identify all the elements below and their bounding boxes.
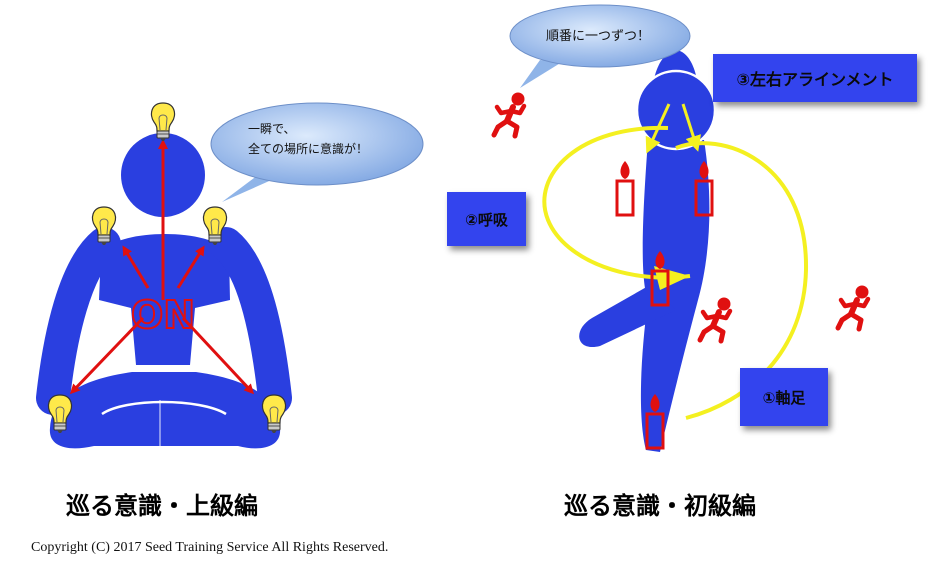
running-person-icon [838, 286, 869, 330]
bubble-text-line2: 全ての場所に意識が！ [248, 142, 369, 156]
running-person-icon [700, 298, 731, 342]
running-person-icon [494, 93, 525, 137]
copyright-notice: Copyright (C) 2017 Seed Training Service… [31, 540, 389, 555]
speech-bubble-left [210, 102, 424, 202]
caption-advanced: 巡る意識・上級編 [66, 492, 258, 520]
caption-beginner: 巡る意識・初級編 [564, 492, 756, 520]
label-left-right-alignment: ③左右アラインメント [713, 54, 917, 102]
label-pivot-foot: ①軸足 [740, 368, 828, 426]
meditating-figure [36, 133, 292, 449]
standing-figure [579, 50, 716, 452]
label-breathing: ②呼吸 [447, 192, 526, 246]
attention-arrows [69, 139, 255, 395]
bubble-text-line1: 一瞬で、 [248, 122, 296, 136]
speech-bubble-right [509, 4, 691, 88]
head-ring [635, 69, 717, 151]
bubble-text-order: 順番に一つずつ！ [546, 29, 651, 44]
candle-icon [615, 159, 635, 217]
